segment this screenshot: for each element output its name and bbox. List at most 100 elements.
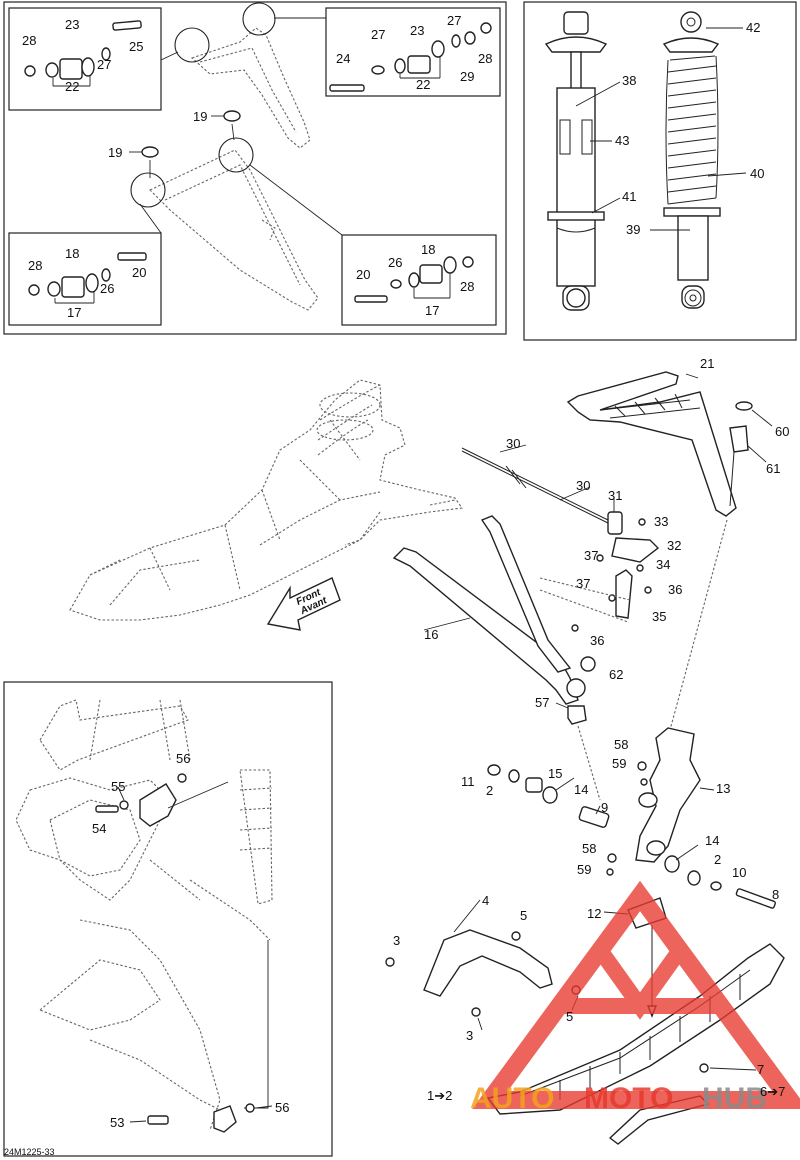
upper-a-arm-detail-frame xyxy=(3,1,507,335)
a-arm-ghost-upper xyxy=(190,27,311,149)
callout-28: 28 xyxy=(478,51,493,66)
pivot-circle-2 xyxy=(242,2,276,36)
callout-42: 42 xyxy=(746,20,761,35)
callout-29: 29 xyxy=(460,69,475,84)
hardware-row-bl xyxy=(28,252,147,304)
callout-33: 33 xyxy=(654,514,669,529)
pivot-circle-3 xyxy=(218,137,254,173)
callout-39: 39 xyxy=(626,222,641,237)
callout-12: 12 xyxy=(587,906,602,921)
callout-7: 7 xyxy=(757,1062,765,1077)
callout-61: 61 xyxy=(766,461,781,476)
lower-a-arm xyxy=(392,515,586,705)
callout-6-to-7: 6➔7 xyxy=(760,1084,786,1099)
bracket-32 xyxy=(611,537,660,563)
callout-5: 5 xyxy=(566,1009,574,1024)
callout-15: 15 xyxy=(548,766,563,781)
bracket-install-lower xyxy=(213,1105,237,1133)
shock-absorber-frame xyxy=(523,1,797,341)
installation-ghost-frame xyxy=(15,699,273,1131)
callout-2: 2 xyxy=(714,852,722,867)
chassis-ghost xyxy=(69,379,463,621)
front-arrow-icon xyxy=(266,577,341,631)
callout-27: 27 xyxy=(447,13,462,28)
callout-20: 20 xyxy=(132,265,147,280)
callout-11: 11 xyxy=(461,774,475,789)
pivot-circle-4 xyxy=(130,172,166,208)
wear-block-12 xyxy=(627,897,667,929)
callout-17: 17 xyxy=(425,303,440,318)
front-direction-arrow[interactable] xyxy=(266,577,341,631)
bushing-31 xyxy=(607,511,623,535)
callout-20: 20 xyxy=(356,267,371,282)
callout-37: 37 xyxy=(576,576,591,591)
bolt-54 xyxy=(95,805,119,813)
inset-box-top-right xyxy=(325,7,501,97)
callout-5: 5 xyxy=(520,908,528,923)
callout-2: 2 xyxy=(486,783,494,798)
callout-58: 58 xyxy=(614,737,629,752)
callout-27: 27 xyxy=(97,57,112,72)
callout-14: 14 xyxy=(574,782,589,797)
diagram-code: 24M1225-33 xyxy=(4,1147,55,1157)
callout-23: 23 xyxy=(65,17,80,32)
callout-36: 36 xyxy=(590,633,605,648)
callout-30: 30 xyxy=(506,436,521,451)
callout-38: 38 xyxy=(622,73,637,88)
nut-56-lower xyxy=(245,1103,255,1113)
callout-36: 36 xyxy=(668,582,683,597)
callout-23: 23 xyxy=(410,23,425,38)
callout-19: 19 xyxy=(193,109,208,124)
callout-56: 56 xyxy=(176,751,191,766)
nut-5b xyxy=(571,985,581,995)
callout-32: 32 xyxy=(667,538,682,553)
ski-handle-4 xyxy=(423,929,553,997)
hardware-row-tr xyxy=(329,22,492,92)
callout-28: 28 xyxy=(28,258,43,273)
callout-35: 35 xyxy=(652,609,667,624)
snap-ring-60 xyxy=(735,401,753,411)
bolt-3a xyxy=(385,957,395,967)
hardware-row-tl xyxy=(24,20,142,87)
callout-22: 22 xyxy=(65,79,80,94)
callout-53: 53 xyxy=(110,1115,125,1130)
sway-bar-rod xyxy=(461,447,613,523)
callout-30: 30 xyxy=(576,478,591,493)
callout-16: 16 xyxy=(424,627,439,642)
ball-joint-57 xyxy=(567,705,587,725)
snap-ring-62 xyxy=(580,656,596,672)
washer-55 xyxy=(119,800,129,810)
callout-43: 43 xyxy=(615,133,630,148)
bolt-3b xyxy=(471,1007,481,1017)
callout-22: 22 xyxy=(416,77,431,92)
hardware-row-br xyxy=(354,256,474,303)
callout-21: 21 xyxy=(700,356,715,371)
callout-28: 28 xyxy=(460,279,475,294)
inset-box-bottom-right xyxy=(341,234,497,326)
axle-hardware xyxy=(487,761,776,909)
callout-27: 27 xyxy=(371,27,386,42)
callout-57: 57 xyxy=(535,695,550,710)
ball-joint-stud xyxy=(729,451,735,507)
bolt-53 xyxy=(147,1115,169,1125)
a-arm-ghost-lower xyxy=(149,149,319,311)
callout-41: 41 xyxy=(622,189,637,204)
bushing-19-upper xyxy=(223,110,241,122)
callout-13: 13 xyxy=(716,781,731,796)
callout-37: 37 xyxy=(584,548,599,563)
shock-absorber-left xyxy=(544,11,608,311)
inset-box-top-left xyxy=(8,7,162,111)
callout-24: 24 xyxy=(336,51,351,66)
callout-25: 25 xyxy=(129,39,144,54)
callout-9: 9 xyxy=(601,800,609,815)
link-35 xyxy=(615,569,633,619)
spindle-13 xyxy=(635,727,701,863)
upper-a-arm xyxy=(566,371,737,517)
callout-1-to-2: 1➔2 xyxy=(427,1088,453,1103)
callout-60: 60 xyxy=(775,424,790,439)
bracket-install-upper xyxy=(139,783,177,827)
callout-3: 3 xyxy=(466,1028,474,1043)
installation-view-frame xyxy=(3,681,333,1157)
callout-34: 34 xyxy=(656,557,671,572)
callout-54: 54 xyxy=(92,821,107,836)
